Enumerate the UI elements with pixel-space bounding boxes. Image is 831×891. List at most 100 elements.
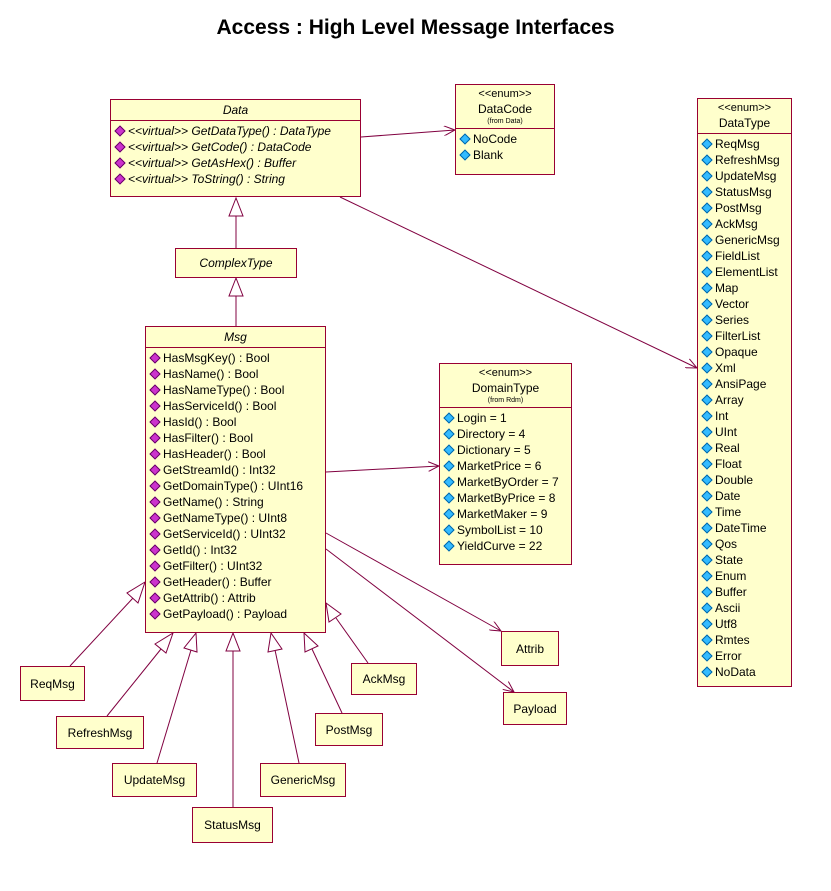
attribute-icon bbox=[443, 412, 455, 424]
enum-value: Int bbox=[700, 408, 789, 424]
statusmsg-class[interactable]: StatusMsg bbox=[192, 807, 273, 843]
operation-row: HasServiceId() : Bool bbox=[148, 398, 323, 414]
operation-icon bbox=[149, 480, 161, 492]
enum-value: Blank bbox=[458, 147, 552, 163]
class-name: UpdateMsg bbox=[123, 773, 186, 787]
attribute-icon bbox=[443, 492, 455, 504]
class-name: Data bbox=[222, 103, 249, 117]
operation-icon bbox=[149, 416, 161, 428]
attribute-icon bbox=[701, 586, 713, 598]
enum-value: Qos bbox=[700, 536, 789, 552]
attribute-icon bbox=[701, 490, 713, 502]
class-name: Msg bbox=[224, 330, 247, 344]
enum-value: MarketByPrice = 8 bbox=[442, 490, 569, 506]
postmsg-class[interactable]: PostMsg bbox=[315, 713, 383, 746]
enum-value: AnsiPage bbox=[700, 376, 789, 392]
gen-arrow-ackmsg bbox=[325, 601, 342, 623]
enum-value: YieldCurve = 22 bbox=[442, 538, 569, 554]
operation-row: GetDomainType() : UInt16 bbox=[148, 478, 323, 494]
enum-value: Date bbox=[700, 488, 789, 504]
assoc-msg-domaintype bbox=[325, 466, 439, 473]
gen-postmsg-msg bbox=[311, 648, 343, 714]
enum-value: Ascii bbox=[700, 600, 789, 616]
attribute-icon bbox=[701, 314, 713, 326]
enum-value: Time bbox=[700, 504, 789, 520]
operation-icon bbox=[149, 368, 161, 380]
gen-arrow-postmsg bbox=[303, 631, 319, 653]
complextype-class[interactable]: ComplexType bbox=[175, 248, 297, 278]
attribute-icon bbox=[701, 330, 713, 342]
reqmsg-class[interactable]: ReqMsg bbox=[20, 666, 85, 701]
enum-value: GenericMsg bbox=[700, 232, 789, 248]
domaintype-enum[interactable]: <<enum>> DomainType (from Rdm) Login = 1… bbox=[439, 363, 572, 565]
datacode-enum[interactable]: <<enum>> DataCode (from Data) NoCode Bla… bbox=[455, 84, 555, 175]
enum-header: <<enum>> DataCode (from Data) bbox=[456, 85, 554, 128]
data-class[interactable]: Data <<virtual>> GetDataType() : DataTyp… bbox=[110, 99, 361, 197]
enum-value: Dictionary = 5 bbox=[442, 442, 569, 458]
attribute-icon bbox=[701, 154, 713, 166]
operation-row: GetAttrib() : Attrib bbox=[148, 590, 323, 606]
class-name: ReqMsg bbox=[30, 676, 75, 691]
enum-value: Directory = 4 bbox=[442, 426, 569, 442]
attribute-icon bbox=[443, 428, 455, 440]
enum-name: DataType bbox=[718, 116, 771, 130]
enum-value: RefreshMsg bbox=[700, 152, 789, 168]
attribute-icon bbox=[701, 650, 713, 662]
enum-value: UInt bbox=[700, 424, 789, 440]
operation-icon bbox=[114, 125, 126, 137]
attribute-icon bbox=[701, 250, 713, 262]
enum-value: ElementList bbox=[700, 264, 789, 280]
values-compartment: NoCode Blank bbox=[456, 128, 554, 166]
enum-value: MarketByOrder = 7 bbox=[442, 474, 569, 490]
enum-value: AckMsg bbox=[700, 216, 789, 232]
operation-icon bbox=[149, 448, 161, 460]
operation-row: GetHeader() : Buffer bbox=[148, 574, 323, 590]
attribute-icon bbox=[701, 602, 713, 614]
attribute-icon bbox=[443, 540, 455, 552]
enum-value: NoCode bbox=[458, 131, 552, 147]
operation-icon bbox=[149, 576, 161, 588]
operation-icon bbox=[149, 432, 161, 444]
attribute-icon bbox=[701, 410, 713, 422]
gen-arrow-refreshmsg bbox=[154, 631, 174, 654]
attribute-icon bbox=[701, 266, 713, 278]
gen-updatemsg-msg bbox=[156, 649, 192, 764]
attribute-icon bbox=[701, 426, 713, 438]
gen-arrow-statusmsg bbox=[225, 631, 241, 652]
enum-value: Rmtes bbox=[700, 632, 789, 648]
attribute-icon bbox=[443, 524, 455, 536]
attribute-icon bbox=[701, 442, 713, 454]
attribute-icon bbox=[701, 570, 713, 582]
diagram-title: Access : High Level Message Interfaces bbox=[216, 16, 615, 39]
attrib-class[interactable]: Attrib bbox=[501, 631, 559, 666]
updatemsg-class[interactable]: UpdateMsg bbox=[112, 763, 197, 797]
genericmsg-class[interactable]: GenericMsg bbox=[260, 763, 346, 797]
operation-row: GetStreamId() : Int32 bbox=[148, 462, 323, 478]
attribute-icon bbox=[701, 618, 713, 630]
attribute-icon bbox=[701, 282, 713, 294]
attribute-icon bbox=[443, 444, 455, 456]
enum-value: ReqMsg bbox=[700, 136, 789, 152]
operation-row: HasMsgKey() : Bool bbox=[148, 350, 323, 366]
class-name: StatusMsg bbox=[204, 818, 261, 832]
attribute-icon bbox=[701, 538, 713, 550]
ackmsg-class[interactable]: AckMsg bbox=[351, 663, 417, 695]
enum-value: FilterList bbox=[700, 328, 789, 344]
attribute-icon bbox=[443, 508, 455, 520]
enum-value: UpdateMsg bbox=[700, 168, 789, 184]
operation-row: <<virtual>> ToString() : String bbox=[113, 171, 358, 187]
refreshmsg-class[interactable]: RefreshMsg bbox=[56, 716, 144, 749]
enum-value: SymbolList = 10 bbox=[442, 522, 569, 538]
operation-row: HasHeader() : Bool bbox=[148, 446, 323, 462]
operation-icon bbox=[149, 560, 161, 572]
gen-refreshmsg-msg bbox=[106, 648, 162, 717]
operation-icon bbox=[149, 464, 161, 476]
payload-class[interactable]: Payload bbox=[503, 692, 567, 725]
enum-value: NoData bbox=[700, 664, 789, 680]
operation-icon bbox=[149, 496, 161, 508]
operation-row: HasId() : Bool bbox=[148, 414, 323, 430]
